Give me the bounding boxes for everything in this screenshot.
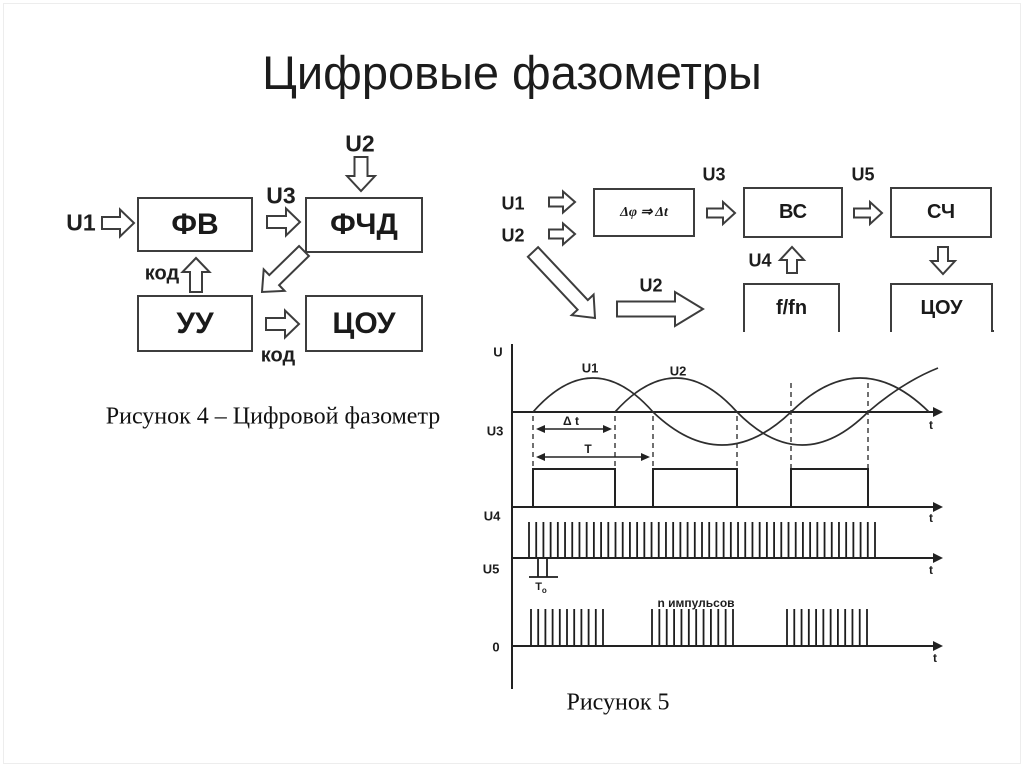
page-title: Цифровые фазометры [262,46,762,100]
timing-n-pulses-label: n импульсов [657,596,735,610]
fig4-caption: Рисунок 4 – Цифровой фазометр [105,403,441,430]
fig4-box-uu: УУ [137,295,253,352]
timing-wave-label-u2: U2 [669,363,687,379]
timing-axis-label-zero: 0 [492,639,500,655]
timing-t-label-3: t [929,563,933,577]
timing-axis-label-u4: U4 [483,508,501,524]
fig5-label-u5: U5 [851,164,875,185]
fig5-box-phase-to-time: Δφ ⇒ Δt [593,188,695,237]
timing-t-label-1: t [929,418,933,432]
fig4-label-kod-bottom: код [260,344,296,367]
timing-t-label-2: t [929,511,933,525]
fig5-label-u3: U3 [702,164,726,185]
timing-axis-label-u5: U5 [482,561,500,577]
fig4-label-kod-left: код [144,262,180,285]
timing-axis-label-u3: U3 [486,423,504,439]
fig5-label-u2: U2 [501,225,525,246]
fig4-label-u3: U3 [266,182,296,209]
timing-wave-label-u1: U1 [581,360,599,376]
fig4-box-cou: ЦОУ [305,295,423,352]
timing-t0-label: To [535,581,547,595]
fig5-label-u4: U4 [748,250,772,271]
fig5-box-vs: ВС [743,187,843,238]
timing-t-label-4: t [933,651,937,665]
fig5-box-cou: ЦОУ [890,283,993,332]
timing-period-label: T [584,442,592,456]
fig5-caption: Рисунок 5 [566,689,670,716]
timing-dt-label: Δ t [563,414,579,428]
timing-axis-label-u: U [493,344,503,360]
timing-t0-main: T [535,580,542,593]
fig4-label-u2: U2 [345,130,375,157]
fig4-label-u1: U1 [66,209,96,236]
fig5-box-ffn: f/fn [743,283,840,332]
fig5-label-u2-branch: U2 [639,275,663,296]
timing-t0-sub: o [541,586,547,596]
fig5-label-u1: U1 [501,193,525,214]
fig4-box-fchd: ФЧД [305,197,423,253]
fig4-box-fv: ФВ [137,197,253,252]
fig5-box-sch: СЧ [890,187,992,238]
